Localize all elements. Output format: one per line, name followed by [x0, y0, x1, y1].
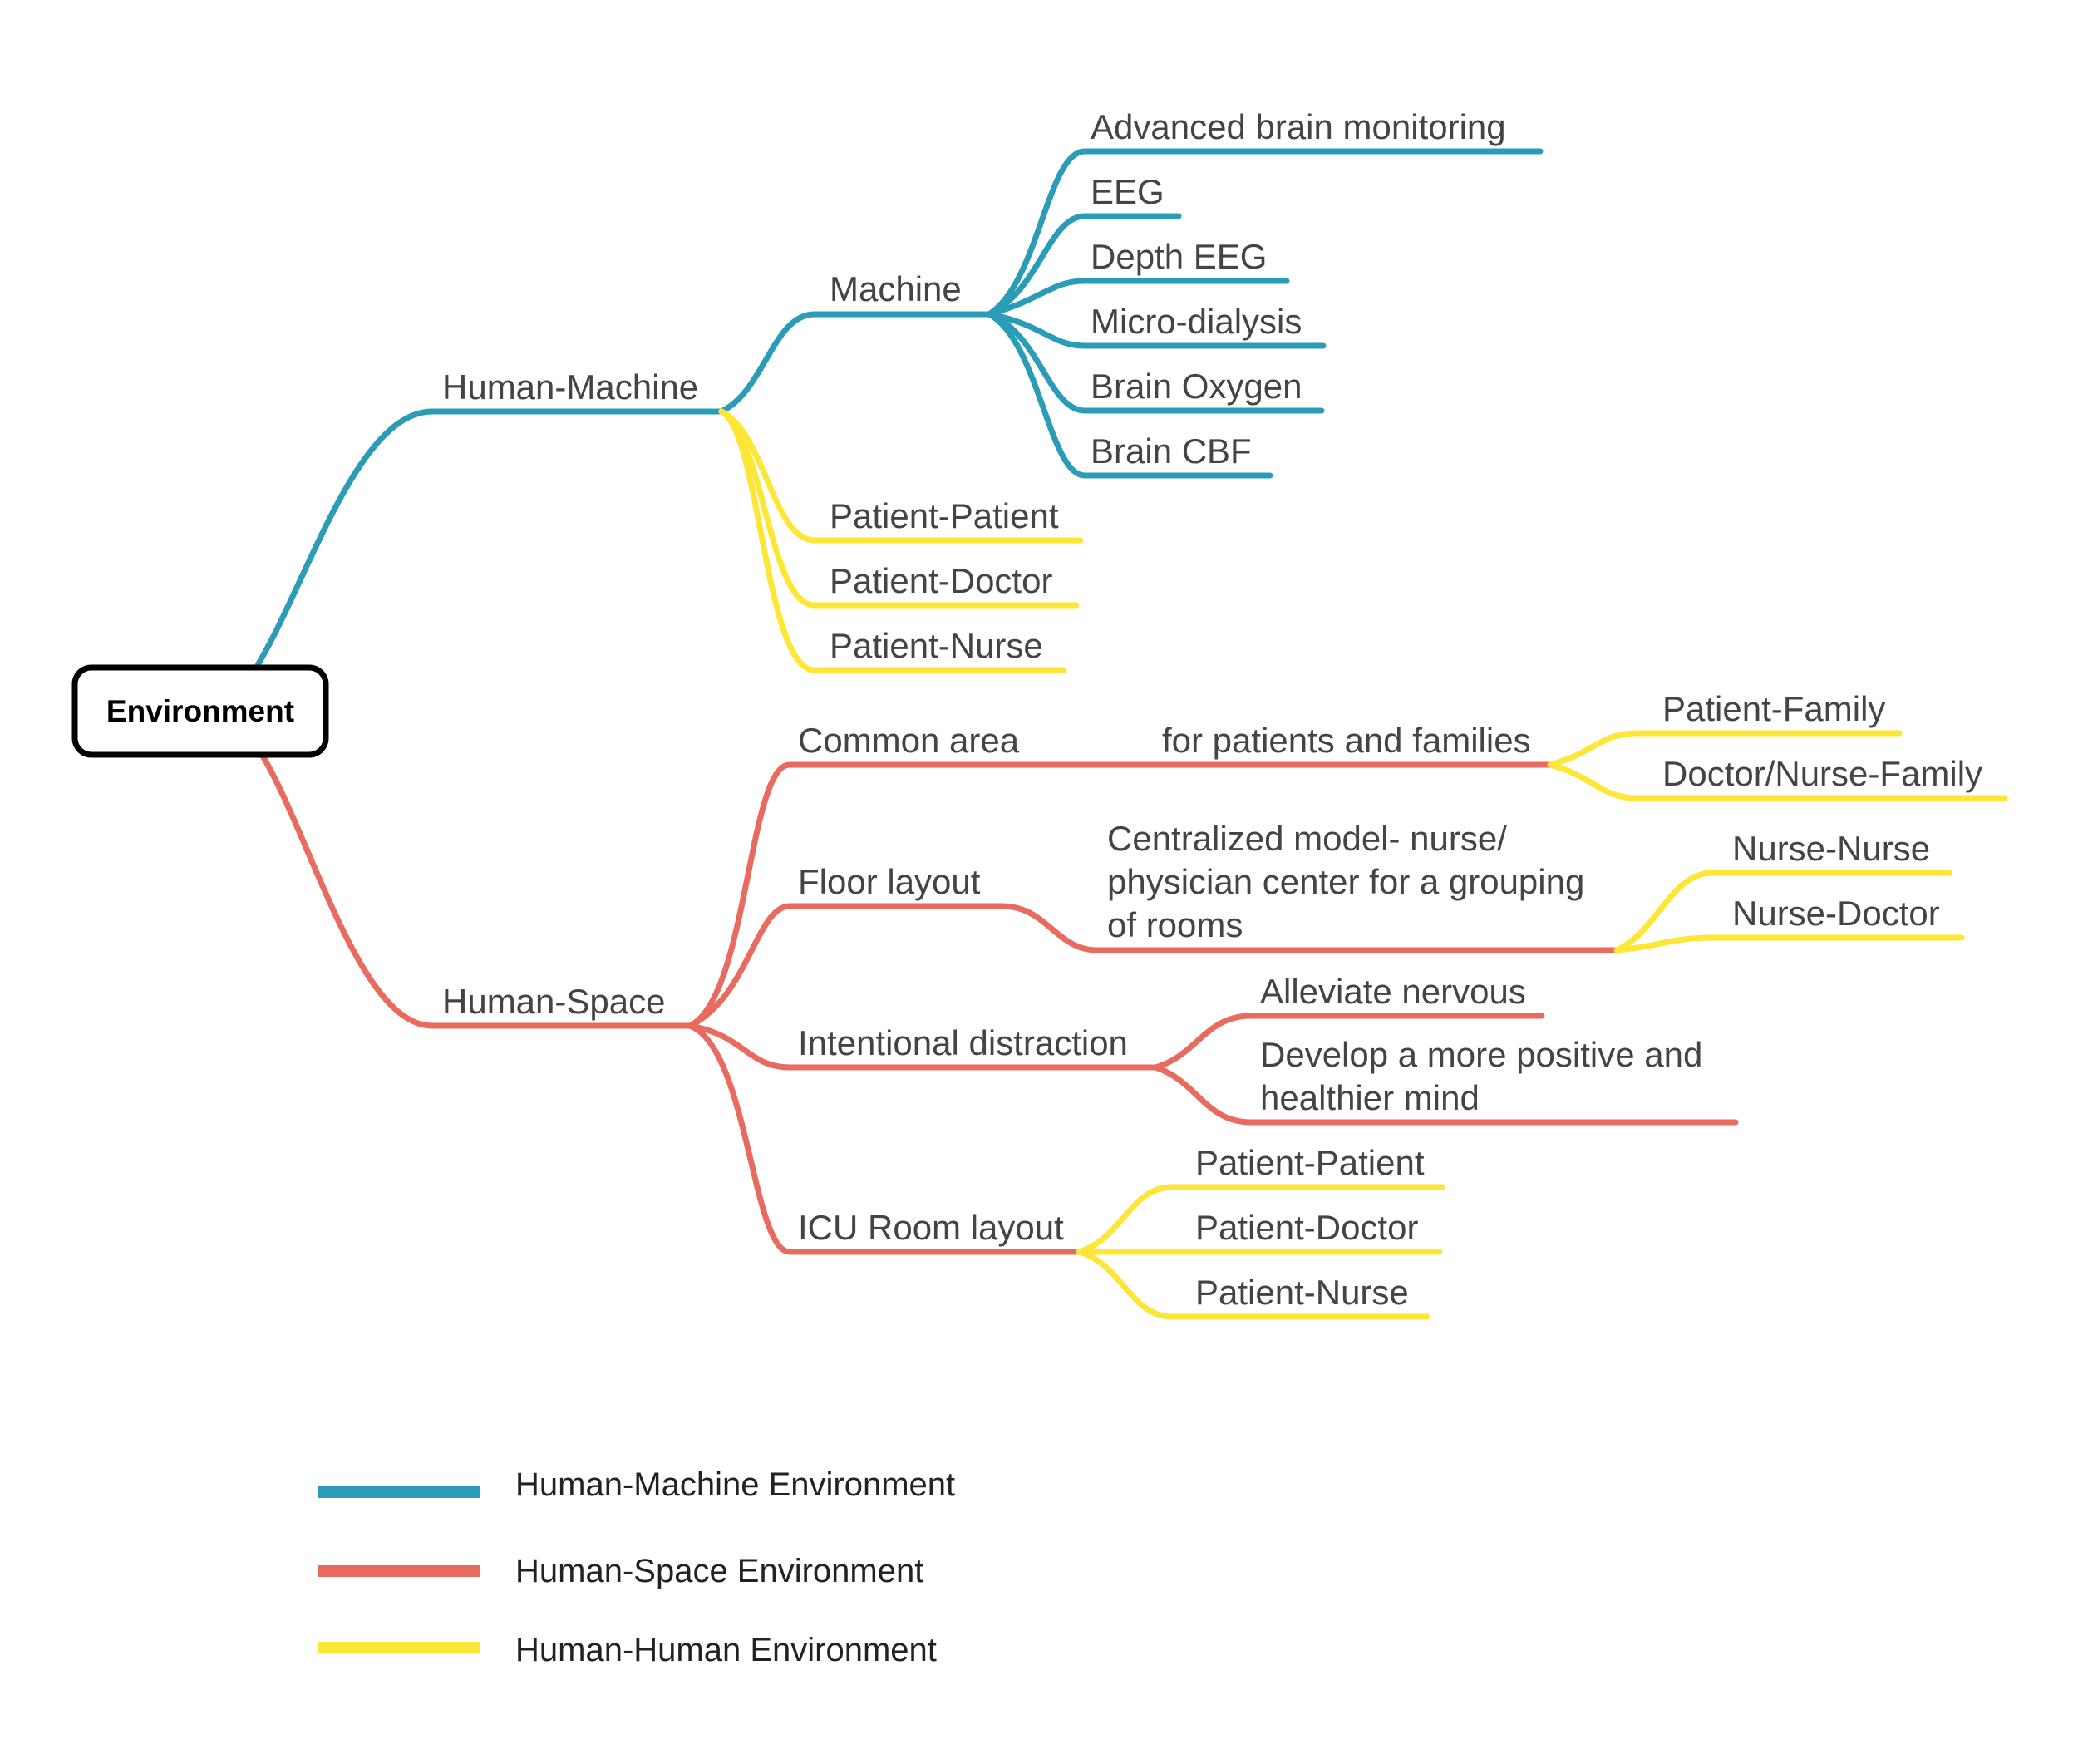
- node-micro-dialysis[interactable]: Micro-dialysis: [1091, 302, 1302, 341]
- edge-floor-nurse-doctor: [1613, 934, 1965, 953]
- node-hm-patient-patient[interactable]: Patient-Patient: [830, 496, 1059, 535]
- node-floor-layout[interactable]: Floor layout: [798, 862, 981, 901]
- edge-distraction-alleviate: [1152, 1013, 1545, 1071]
- node-icu-patient-patient[interactable]: Patient-Patient: [1195, 1143, 1425, 1182]
- edge-human-space-distraction: [687, 1022, 1159, 1071]
- node-machine[interactable]: Machine: [830, 269, 962, 308]
- edge-human-space-common-area: [687, 761, 1554, 1029]
- node-hm-patient-nurse[interactable]: Patient-Nurse: [830, 626, 1043, 665]
- node-nurse-doctor[interactable]: Nurse-Doctor: [1732, 894, 1940, 933]
- legend: Human-Machine Environment Human-Space En…: [318, 1466, 955, 1668]
- node-patient-family[interactable]: Patient-Family: [1662, 689, 1885, 728]
- edge-human-space-floor-layout: [687, 903, 1620, 1029]
- node-doctor-nurse-family[interactable]: Doctor/Nurse-Family: [1662, 754, 1982, 793]
- node-human-machine[interactable]: Human-Machine: [442, 367, 698, 407]
- edge-human-machine-machine: [718, 311, 992, 415]
- node-hm-patient-doctor[interactable]: Patient-Doctor: [830, 561, 1052, 600]
- node-brain-cbf[interactable]: Brain CBF: [1091, 431, 1252, 471]
- node-floor-layout-note-line-3: of rooms: [1107, 905, 1243, 944]
- human-space-edges: [254, 745, 1739, 1255]
- root-node-label: Environment: [106, 694, 294, 728]
- node-common-area-note: for patients and families: [1162, 721, 1531, 760]
- node-advanced-brain-monitoring[interactable]: Advanced brain monitoring: [1091, 107, 1506, 146]
- node-develop-positive-line-2[interactable]: healthier mind: [1260, 1078, 1480, 1117]
- edge-icu-patient-nurse: [1076, 1249, 1430, 1320]
- edge-machine-advanced: [986, 148, 1544, 318]
- node-icu-patient-nurse[interactable]: Patient-Nurse: [1195, 1273, 1409, 1312]
- edge-machine-brain-cbf: [986, 311, 1273, 479]
- edge-machine-depth-eeg: [986, 278, 1290, 318]
- node-floor-layout-note-line-1: Centralized model- nurse/: [1107, 819, 1507, 858]
- edge-distraction-develop: [1152, 1064, 1739, 1126]
- edge-root-human-machine: [254, 408, 725, 668]
- root-node-box: [71, 664, 329, 758]
- edge-common-patient-family: [1547, 730, 1903, 768]
- edge-icu-patient-patient: [1076, 1184, 1445, 1255]
- node-nurse-nurse[interactable]: Nurse-Nurse: [1732, 829, 1930, 868]
- edge-machine-brain-oxygen: [986, 311, 1325, 414]
- hs-human-edges: [1076, 730, 2008, 1320]
- node-brain-oxygen[interactable]: Brain Oxygen: [1091, 367, 1302, 406]
- edge-floor-nurse-nurse: [1613, 870, 1952, 953]
- node-floor-layout-note-line-2: physician center for a grouping: [1107, 862, 1584, 901]
- edge-machine-eeg: [986, 213, 1182, 318]
- node-develop-positive-line-1[interactable]: Develop a more positive and: [1260, 1035, 1702, 1074]
- node-human-space[interactable]: Human-Space: [442, 982, 665, 1021]
- node-eeg[interactable]: EEG: [1091, 172, 1165, 211]
- node-icu-patient-doctor[interactable]: Patient-Doctor: [1195, 1208, 1418, 1247]
- edge-human-space-icu: [687, 1022, 1082, 1255]
- human-machine-edges: [254, 148, 1544, 668]
- node-alleviate-nervous[interactable]: Alleviate nervous: [1260, 972, 1526, 1011]
- edge-common-doctor-nurse-family: [1547, 761, 2008, 801]
- edge-hm-patient-nurse: [718, 408, 1067, 673]
- hm-human-edges: [718, 408, 1084, 673]
- edge-machine-microdialysis: [986, 311, 1327, 349]
- legend-label-human-space: Human-Space Environment: [515, 1553, 923, 1589]
- node-common-area[interactable]: Common area: [798, 721, 1020, 760]
- legend-label-human-human: Human-Human Environment: [515, 1632, 937, 1668]
- root-node[interactable]: Environment: [71, 664, 329, 758]
- edge-root-human-space: [254, 745, 693, 1029]
- node-depth-eeg[interactable]: Depth EEG: [1091, 237, 1267, 276]
- legend-label-human-machine: Human-Machine Environment: [515, 1466, 955, 1503]
- node-intentional-distraction[interactable]: Intentional distraction: [798, 1023, 1128, 1062]
- node-icu-room-layout[interactable]: ICU Room layout: [798, 1208, 1064, 1247]
